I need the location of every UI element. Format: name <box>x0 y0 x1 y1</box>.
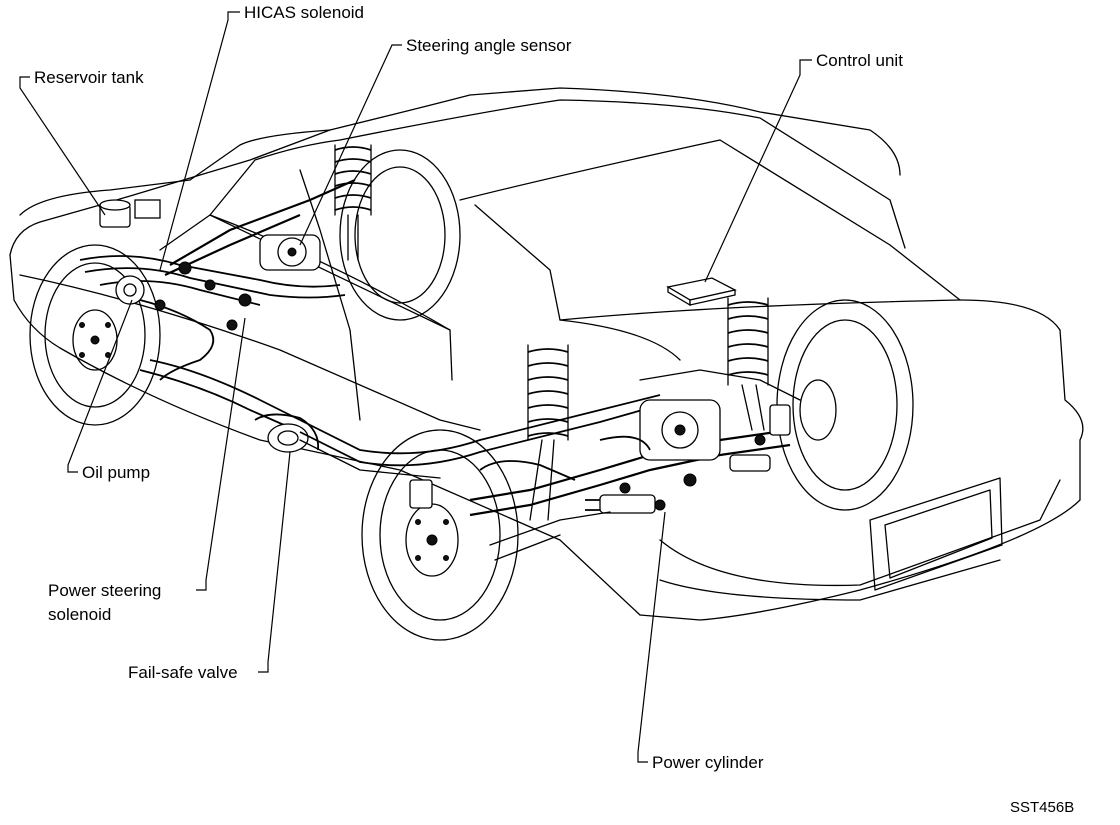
label-reservoir-tank: Reservoir tank <box>34 68 144 87</box>
label-hicas-solenoid: HICAS solenoid <box>244 3 364 22</box>
label-steering-angle-sensor: Steering angle sensor <box>406 36 572 55</box>
car-body <box>9 87 1084 621</box>
label-oil-pump: Oil pump <box>82 463 150 482</box>
figure-code: SST456B <box>1010 799 1074 816</box>
front-steering-assembly <box>79 178 356 453</box>
front-left-wheel <box>29 244 161 426</box>
label-power-steering-solenoid-line2: solenoid <box>48 605 111 624</box>
label-fail-safe-valve: Fail-safe valve <box>128 663 238 682</box>
hydraulic-lines <box>299 394 661 479</box>
front-strut-spring <box>334 144 372 261</box>
label-power-cylinder: Power cylinder <box>652 753 764 772</box>
rear-right-wheel <box>776 299 914 511</box>
rear-axle-assembly <box>409 369 801 561</box>
label-power-steering-solenoid-line1: Power steering <box>48 581 161 600</box>
rear-right-spring <box>727 297 769 431</box>
leader-lines <box>19 11 812 763</box>
rear-left-spring <box>527 344 569 521</box>
control-unit-box <box>666 277 737 307</box>
label-control-unit: Control unit <box>816 51 903 70</box>
front-right-wheel <box>339 149 461 321</box>
